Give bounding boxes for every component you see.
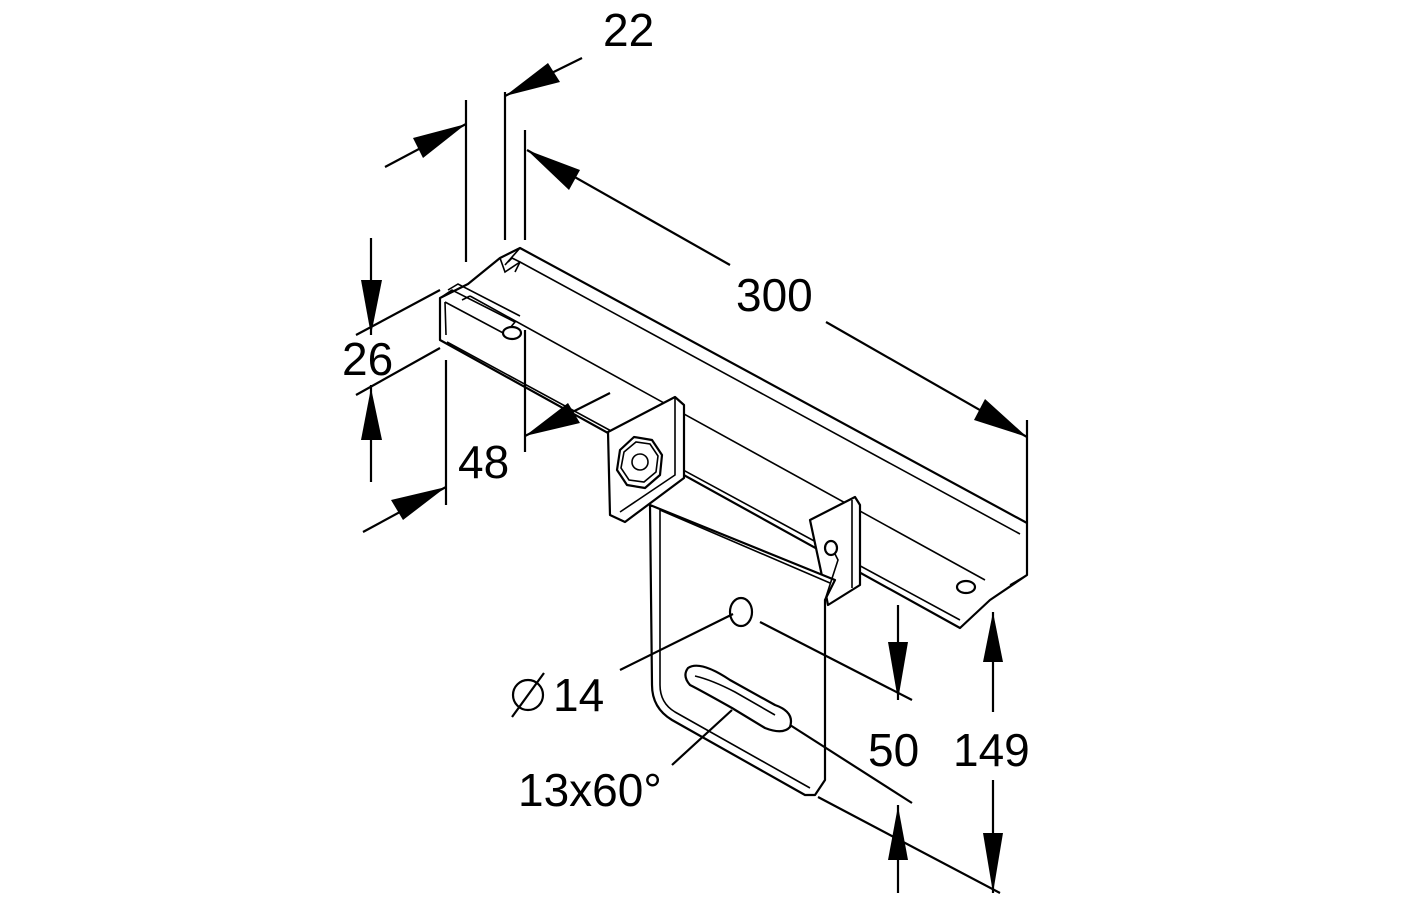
dimension-48: 48 <box>362 330 611 533</box>
dimension-slot: 13x60° <box>518 709 733 816</box>
dimension-label-26: 26 <box>342 333 393 385</box>
hex-bolt-center <box>631 453 649 471</box>
channel-inner-end <box>447 283 521 317</box>
square-washer-edge <box>619 397 676 513</box>
dimension-label-149: 149 <box>953 724 1030 776</box>
channel-top-edge <box>469 247 1021 581</box>
bracket-part <box>438 246 1029 797</box>
dimension-label-300: 300 <box>736 269 813 321</box>
channel-hole-left <box>501 325 523 341</box>
curved-slot-inner <box>694 675 776 716</box>
dimension-26: 26 <box>342 238 441 482</box>
channel-hole-right <box>955 579 977 595</box>
dimension-label-slot: 13x60° <box>518 764 662 816</box>
hanger-plate <box>648 503 837 797</box>
hex-bolt-face <box>620 441 659 483</box>
dimension-label-14: 14 <box>553 669 604 721</box>
hex-bolt-head <box>615 435 664 490</box>
channel-end-face <box>444 257 522 336</box>
channel-rail <box>438 246 1029 630</box>
dimension-label-22: 22 <box>603 4 654 56</box>
channel-lower-edge <box>446 341 1028 621</box>
round-hole <box>728 596 754 628</box>
dimension-50: 50 <box>759 605 919 893</box>
pin <box>823 539 839 557</box>
dimension-label-50: 50 <box>868 724 919 776</box>
diameter-symbol <box>511 672 545 718</box>
dimension-149: 149 <box>817 612 1030 894</box>
dimension-300: 300 <box>523 130 1029 523</box>
channel-lip <box>439 289 517 336</box>
dimension-diameter-14: 14 <box>511 613 734 721</box>
dimension-label-48: 48 <box>458 436 509 488</box>
hanger-plate-inner <box>659 510 811 789</box>
dimension-22: 22 <box>384 4 654 262</box>
